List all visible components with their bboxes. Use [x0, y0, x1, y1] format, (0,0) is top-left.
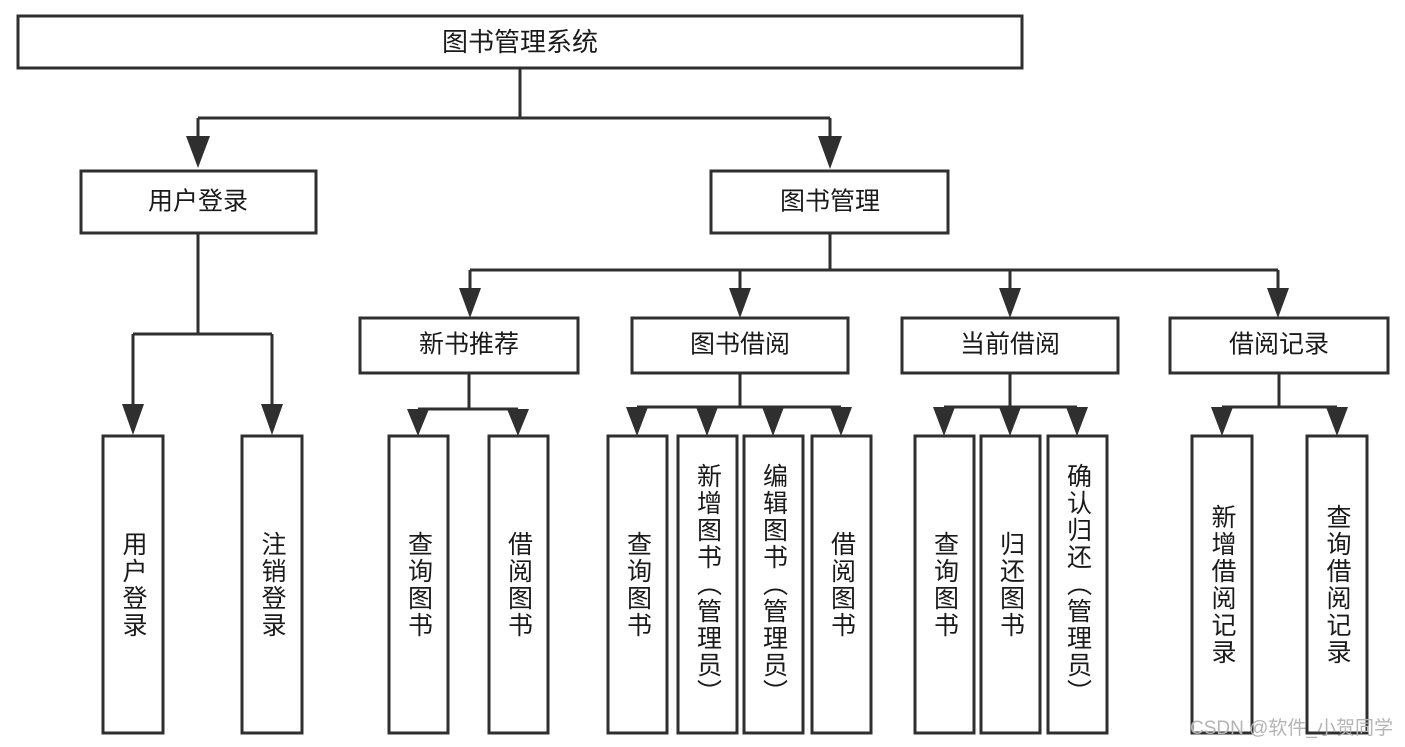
arrow-head-book-borrow-1	[626, 407, 648, 436]
arrow-head-level2-1	[186, 136, 210, 168]
leaf-box-book-borrow-2[interactable]	[676, 434, 739, 735]
leaf-box-current-borrow-1[interactable]	[913, 434, 976, 735]
node-root[interactable]: 图书管理系统	[16, 14, 1024, 70]
watermark: CSDN @软件_小贺同学	[1190, 718, 1393, 739]
arrow-head-book-borrow-2	[696, 407, 718, 436]
leaf-box-book-borrow-4[interactable]	[810, 434, 873, 735]
node-current-borrow[interactable]: 当前借阅	[900, 316, 1120, 375]
arrow-head-borrow-record-2	[1326, 407, 1348, 436]
arrow-head-user-login-2	[261, 404, 283, 435]
leaf-box-borrow-record-1[interactable]	[1190, 434, 1254, 735]
node-user-login[interactable]: 用户登录	[79, 169, 318, 235]
node-book-borrow-box[interactable]	[630, 316, 850, 375]
node-new-book-recommend-box[interactable]	[358, 316, 580, 375]
node-new-book-recommend[interactable]: 新书推荐	[358, 316, 580, 375]
arrow-head-user-login-1	[122, 404, 144, 435]
leaf-box-book-borrow-3[interactable]	[742, 434, 805, 735]
leaf-box-user-login-1[interactable]	[101, 434, 165, 735]
leaf-box-book-borrow-1[interactable]	[606, 434, 669, 735]
arrow-head-book-borrow-3	[762, 407, 784, 436]
node-book-management[interactable]: 图书管理	[709, 169, 950, 235]
leaf-box-current-borrow-2[interactable]	[979, 434, 1042, 735]
arrow-head-level3-3	[999, 288, 1021, 318]
arrow-head-level2-2	[818, 136, 842, 169]
arrow-head-book-borrow-4	[830, 407, 852, 436]
arrow-head-level3-2	[729, 288, 751, 318]
leaf-box-user-login-2[interactable]	[240, 434, 304, 735]
node-borrow-record-box[interactable]	[1168, 316, 1390, 375]
node-borrow-record[interactable]: 借阅记录	[1168, 316, 1390, 375]
node-book-borrow-label: 图书借阅	[690, 331, 790, 359]
node-root-label: 图书管理系统	[442, 27, 598, 57]
arrow-head-new-book-2	[507, 409, 529, 436]
node-user-login-label: 用户登录	[148, 188, 248, 216]
node-root-box[interactable]	[16, 14, 1024, 70]
node-current-borrow-label: 当前借阅	[960, 331, 1060, 359]
leaf-box-new-book-1[interactable]	[387, 434, 450, 735]
leaf-box-borrow-record-2[interactable]	[1305, 434, 1369, 735]
arrow-head-current-borrow-2	[999, 407, 1021, 436]
arrow-head-new-book-1	[407, 409, 429, 436]
arrow-head-borrow-record-1	[1211, 407, 1233, 436]
leaf-box-new-book-2[interactable]	[487, 434, 550, 735]
node-new-book-recommend-label: 新书推荐	[419, 331, 519, 359]
node-current-borrow-box[interactable]	[900, 316, 1120, 375]
node-book-borrow[interactable]: 图书借阅	[630, 316, 850, 375]
leaf-box-current-borrow-3[interactable]	[1046, 434, 1109, 735]
node-book-management-box[interactable]	[709, 169, 950, 235]
node-borrow-record-label: 借阅记录	[1229, 331, 1329, 359]
arrow-head-level3-1	[459, 288, 481, 318]
node-book-management-label: 图书管理	[780, 188, 880, 216]
arrow-head-current-borrow-3	[1066, 407, 1088, 436]
arrow-head-level3-4	[1267, 288, 1289, 318]
arrow-head-current-borrow-1	[933, 407, 955, 436]
